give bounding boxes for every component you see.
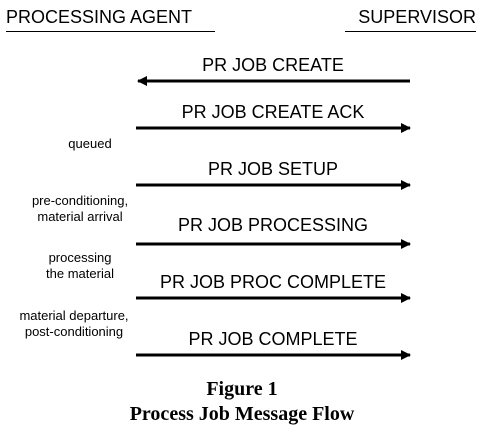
supervisor-header: SUPERVISOR <box>358 7 476 27</box>
note-queued: queued <box>60 136 120 152</box>
message-label-pr-job-proc-complete: PR JOB PROC COMPLETE <box>159 272 387 292</box>
processing-agent-underline <box>6 31 215 32</box>
note-pre-conditioning: pre-conditioning, material arrival <box>20 193 140 225</box>
note-line: material departure, <box>19 308 129 323</box>
figure-number: Figure 1 <box>206 378 278 400</box>
note-material-departure: material departure, post-conditioning <box>4 308 144 340</box>
note-line: the material <box>46 266 114 281</box>
note-processing-material: processing the material <box>30 250 130 282</box>
message-label-pr-job-complete: PR JOB COMPLETE <box>188 329 358 349</box>
supervisor-underline <box>345 31 476 32</box>
note-line: processing <box>48 250 112 265</box>
message-label-pr-job-create-ack: PR JOB CREATE ACK <box>181 102 365 122</box>
note-line: pre-conditioning, <box>31 193 129 208</box>
note-line: post-conditioning <box>24 324 124 339</box>
figure-title: Process Job Message Flow <box>129 403 355 425</box>
processing-agent-header: PROCESSING AGENT <box>6 7 193 27</box>
note-line: queued <box>68 136 112 151</box>
note-line: material arrival <box>37 209 123 224</box>
message-label-pr-job-create: PR JOB CREATE <box>202 55 344 75</box>
message-label-pr-job-processing: PR JOB PROCESSING <box>177 215 369 235</box>
message-label-pr-job-setup: PR JOB SETUP <box>207 159 339 179</box>
